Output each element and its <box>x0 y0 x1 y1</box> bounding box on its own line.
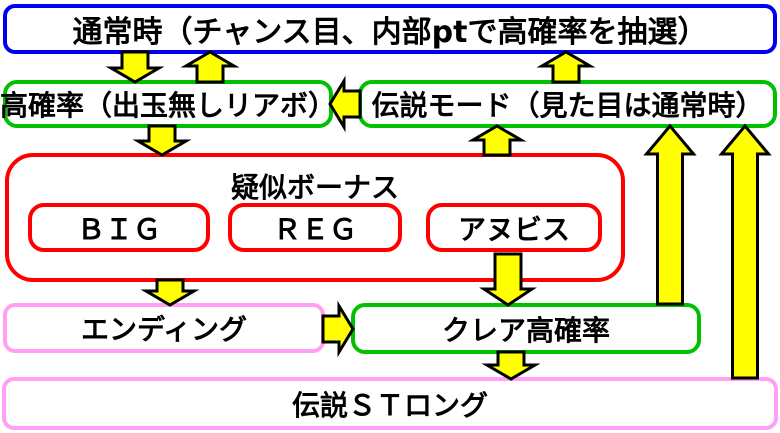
node-clair-high-probability: クレア高確率 <box>351 303 701 354</box>
node-anubis-bonus: アヌビス <box>426 203 602 252</box>
node-ending: エンディング <box>3 303 325 353</box>
arrow-high_prob-to-pseudo_bonus <box>132 124 192 157</box>
node-legend-mode: 伝説モード（見た目は通常時） <box>358 80 777 128</box>
arrow-pseudo_bonus-to-legend_mode <box>467 124 527 157</box>
arrow-pseudo_bonus-to-ending <box>140 278 200 307</box>
node-big-bonus-label: ＢＩＧ <box>76 212 161 246</box>
node-reg-bonus: ＲＥＧ <box>228 203 402 252</box>
arrow-ending-to-clair <box>321 300 355 358</box>
node-normal-mode-label: 通常時（チャンス目、内部ptで高確率を抽選） <box>72 15 708 50</box>
node-big-bonus: ＢＩＧ <box>28 203 210 252</box>
node-high-probability-label: 高確率（出玉無しリアボ） <box>0 89 337 122</box>
node-pseudo-bonus-label: 疑似ボーナス <box>230 171 399 204</box>
arrow-legend_mode-to-normal <box>536 50 596 84</box>
node-legend-mode-label: 伝説モード（見た目は通常時） <box>371 89 764 122</box>
node-legend-st-long-label: 伝説ＳＴロング <box>291 388 488 422</box>
arrow-st_long-to-legend_mode <box>718 123 772 380</box>
node-ending-label: エンディング <box>80 313 248 346</box>
node-legend-st-long: 伝説ＳＴロング <box>2 377 778 430</box>
node-anubis-bonus-label: アヌビス <box>457 212 570 246</box>
node-reg-bonus-label: ＲＥＧ <box>272 212 357 246</box>
arrow-high_prob-to-normal <box>180 50 240 84</box>
node-clair-high-probability-label: クレア高確率 <box>441 313 610 347</box>
arrow-clair-to-legend_mode <box>643 123 697 306</box>
node-high-probability: 高確率（出玉無しリアボ） <box>0 80 337 128</box>
arrow-clair-to-st_long <box>481 350 541 381</box>
arrow-normal-to-high_prob <box>105 50 165 84</box>
node-normal-mode: 通常時（チャンス目、内部ptで高確率を抽選） <box>3 4 777 54</box>
